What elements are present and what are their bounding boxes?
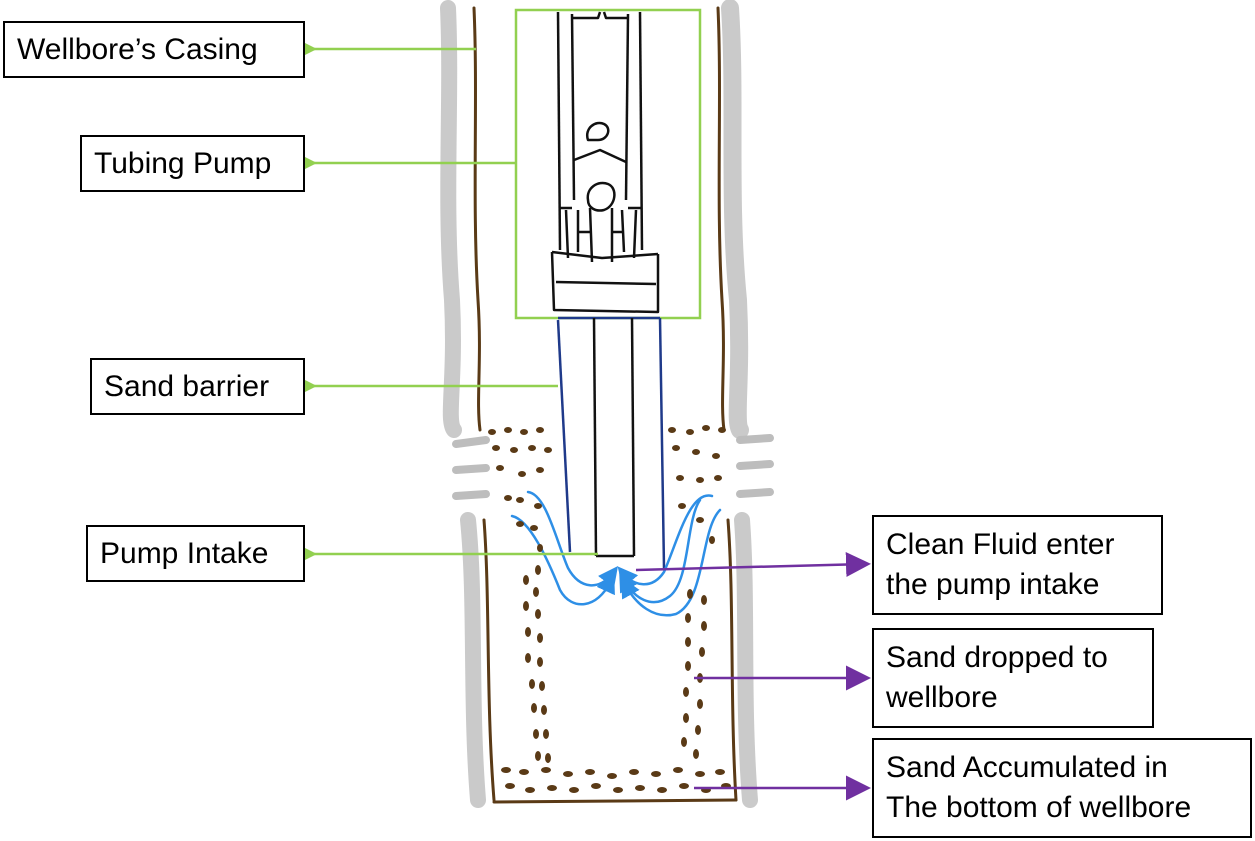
tubing-pump-outline [514,8,702,320]
label-line: Sand dropped to [886,641,1108,674]
label-line: Clean Fluid enter [886,528,1115,561]
label-clean-fluid: Clean Fluid enter the pump intake [872,515,1163,615]
tubing-pump [550,11,660,314]
right-leader-arrows [635,552,871,801]
label-wellbore-casing: Wellbore’s Casing [3,21,305,78]
label-text: Pump Intake [100,536,269,570]
label-line: the pump intake [886,568,1100,601]
clean-fluid-flow [510,490,722,617]
sand-barrier [556,316,666,569]
label-tubing-pump: Tubing Pump [80,135,305,192]
label-sand-barrier: Sand barrier [90,358,305,415]
label-line: wellbore [886,681,998,714]
label-sand-accumulated: Sand Accumulated in The bottom of wellbo… [872,738,1252,838]
pump-inner-tube [592,317,636,558]
label-text: Sand barrier [104,369,270,403]
casing-shadow [440,0,774,808]
label-text: Wellbore’s Casing [17,32,258,66]
sand-particles [488,425,731,793]
label-pump-intake: Pump Intake [86,525,305,582]
label-line: The bottom of wellbore [886,791,1192,824]
wellbore-casing [472,6,738,804]
left-leader-arrows [292,36,598,567]
label-line: Sand Accumulated in [886,751,1168,784]
label-text: Tubing Pump [94,146,272,180]
label-sand-dropped: Sand dropped to wellbore [872,628,1154,728]
